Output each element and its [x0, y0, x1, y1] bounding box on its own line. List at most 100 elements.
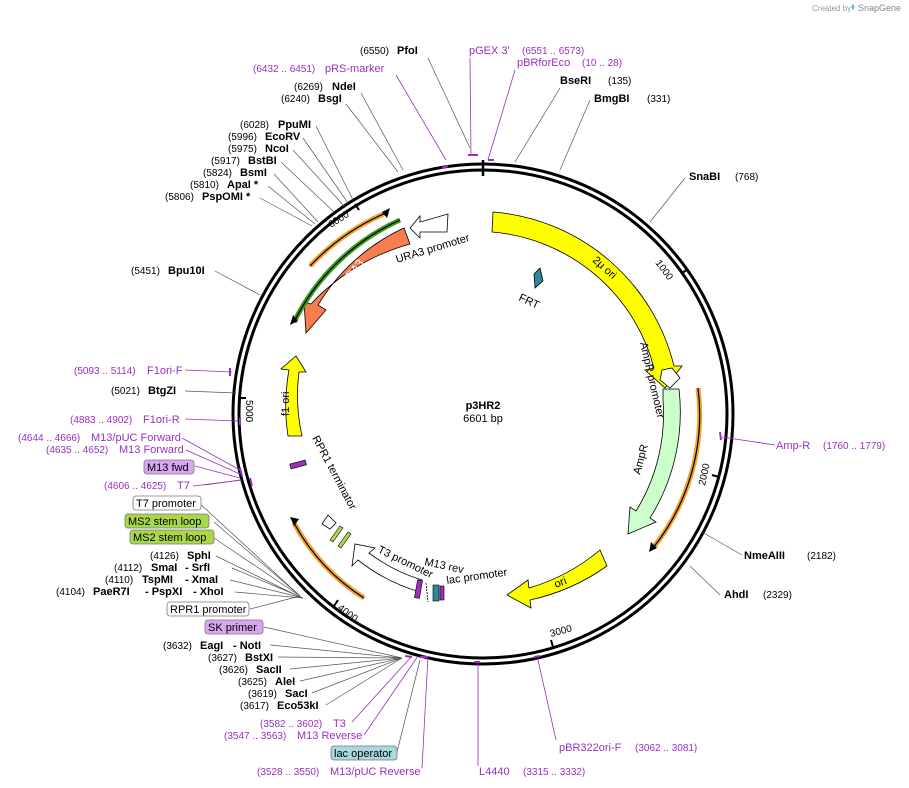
enzyme-nmeaiii[interactable]: NmeAIII	[744, 550, 785, 562]
frt-label: FRT	[517, 292, 542, 312]
primer-prs-marker[interactable]: pRS-marker	[325, 63, 385, 75]
primer-pos-pgex3: (6551 .. 6573)	[522, 46, 584, 57]
primer-pbr322ori-f[interactable]: pBR322ori-F	[559, 742, 622, 754]
enzyme-pspomi[interactable]: PspOMI *	[202, 191, 251, 203]
t3-primer-site[interactable]	[414, 579, 423, 599]
enzyme-pos-apai: (5810)	[190, 180, 219, 191]
orf-lower-arrowhead	[290, 517, 299, 526]
ms2-stem-loop-box-a[interactable]	[124, 513, 210, 529]
enzyme-tspmi[interactable]: TspMI	[142, 574, 173, 586]
enzyme-pos-paer7i: (4104)	[56, 587, 85, 598]
enzyme-pos-pfoi: (6550)	[360, 46, 389, 57]
enzyme-pfoi[interactable]: PfoI	[397, 45, 418, 57]
enzyme-pos-ahdi: (2329)	[763, 590, 792, 601]
enzyme-pos-ndei: (6269)	[294, 82, 323, 93]
enzyme-pos-eagi: (3632)	[163, 641, 192, 652]
primer-pbrforeco[interactable]: pBRforEco	[517, 57, 570, 69]
enzyme-apai[interactable]: ApaI *	[227, 179, 259, 191]
enzyme-ncoi[interactable]: NcoI	[265, 143, 289, 155]
enzyme-sacii[interactable]: SacII	[256, 664, 282, 676]
primer-f1ori-r[interactable]: F1ori-R	[143, 414, 180, 426]
primer-pos-pbrforeco: (10 .. 28)	[582, 58, 622, 69]
enzyme-bsgi[interactable]: BsgI	[318, 93, 342, 105]
primer-t7[interactable]: T7	[177, 480, 190, 492]
primer-l4440[interactable]: L4440	[479, 766, 510, 778]
m13-fwd-site[interactable]	[289, 459, 307, 470]
enzyme-paer7i[interactable]: PaeR7I	[93, 586, 130, 598]
ms2-stem-loop-box-b[interactable]	[129, 529, 215, 545]
primer-t3[interactable]: T3	[333, 718, 346, 730]
f1-ori-arrow[interactable]	[280, 355, 307, 437]
enzyme-alei[interactable]: AleI	[275, 676, 295, 688]
ms2-stem-loop-b[interactable]	[337, 531, 352, 549]
enzyme-bstxi[interactable]: BstXI	[245, 652, 273, 664]
orf-lower-line	[293, 522, 365, 599]
enzyme-pos-ecorv: (5996)	[228, 132, 257, 143]
primer-pos-m13puc-fwd: (4644 .. 4666)	[18, 433, 80, 444]
lac-operator-site[interactable]	[432, 584, 440, 602]
rpr1-promoter-box[interactable]	[166, 601, 250, 617]
primer-pos-f1ori-f: (5093 .. 5114)	[74, 366, 136, 377]
enzyme-bseri[interactable]: BseRI	[560, 75, 591, 87]
enzyme-leader-lines	[184, 57, 743, 753]
enzyme-ndei[interactable]: NdeI	[332, 81, 356, 93]
enzyme-bstbi[interactable]: BstBI	[248, 155, 277, 167]
enzyme-eco53ki[interactable]: Eco53kI	[277, 700, 319, 712]
enzyme-bpu10i[interactable]: Bpu10I	[168, 265, 205, 277]
enzyme-ppumi[interactable]: PpuMI	[278, 119, 311, 131]
t3-promoter-arrow[interactable]	[351, 543, 423, 593]
t7-promoter-box[interactable]	[132, 495, 202, 511]
enzyme-bmgbi[interactable]: BmgBI	[594, 93, 629, 105]
sk-primer-box[interactable]	[204, 619, 264, 635]
primer-m13puc-rev[interactable]: M13/pUC Reverse	[330, 766, 420, 778]
enzyme-saci[interactable]: SacI	[285, 688, 308, 700]
primer-amp-r[interactable]: Amp-R	[776, 440, 810, 452]
enzyme-pos-bpu10i: (5451)	[131, 266, 160, 277]
mcs-marker	[425, 582, 429, 603]
primer-m13-reverse[interactable]: M13 Reverse	[297, 730, 362, 742]
ori-arrow[interactable]	[506, 549, 608, 609]
enzyme-btgzi[interactable]: BtgZI	[148, 385, 176, 397]
enzyme-smai[interactable]: SmaI	[151, 562, 177, 574]
m13-fwd-box[interactable]	[143, 459, 195, 475]
primer-pgex3[interactable]: pGEX 3'	[469, 45, 510, 57]
ura3-promoter-arrow[interactable]	[409, 213, 449, 239]
ms2-stem-loop-box-a-label: MS2 stem loop	[128, 516, 201, 528]
enzyme-pos-eco53ki: (3617)	[240, 701, 269, 712]
plasmid-size: 6601 bp	[463, 413, 503, 425]
m13-rev-site[interactable]	[439, 585, 445, 601]
enzyme-ahdi[interactable]: AhdI	[724, 589, 748, 601]
enzyme-noti[interactable]: - NotI	[233, 640, 261, 652]
ampr-promoter-arrow[interactable]	[659, 367, 681, 389]
f1-ori-label: f1 ori	[280, 392, 292, 416]
frt-arrow[interactable]	[533, 267, 544, 289]
enzyme-pos-smai: (4112)	[114, 563, 142, 574]
enzyme-snabi[interactable]: SnaBI	[689, 171, 720, 183]
tick-5000: 5000	[243, 400, 254, 423]
enzyme-pos-snabi: (768)	[735, 172, 758, 183]
enzyme-pspxi[interactable]: - PspXI	[145, 586, 182, 598]
primer-pos-pbr322ori-f: (3062 .. 3081)	[635, 743, 697, 754]
enzyme-pos-ppumi: (6028)	[240, 120, 269, 131]
primer-pos-t7: (4606 .. 4625)	[104, 481, 166, 492]
lac-operator-box[interactable]	[330, 745, 398, 761]
primer-m13puc-fwd[interactable]: M13/pUC Forward	[91, 432, 181, 444]
primer-m13-fwd[interactable]: M13 Forward	[119, 444, 184, 456]
ura3-arrow[interactable]	[303, 227, 411, 334]
enzyme-srfi[interactable]: - SrfI	[185, 562, 210, 574]
enzyme-xhoi[interactable]: - XhoI	[193, 586, 224, 598]
ms2-stem-loop-box-b-label: MS2 stem loop	[133, 532, 206, 544]
enzyme-ecorv[interactable]: EcoRV	[265, 131, 301, 143]
primer-f1ori-f[interactable]: F1ori-F	[147, 365, 183, 377]
enzyme-xmai[interactable]: - XmaI	[185, 574, 218, 586]
enzyme-bsmi[interactable]: BsmI	[240, 167, 267, 179]
ms2-stem-loop-a[interactable]	[329, 525, 344, 543]
enzyme-pos-bstbi: (5917)	[211, 156, 240, 167]
tick-3000: 3000	[549, 623, 574, 639]
ampr-arrow[interactable]	[627, 388, 681, 535]
rpr1-terminator-arrow[interactable]	[321, 514, 337, 530]
credit-label: Created by	[812, 4, 851, 13]
enzyme-pos-btgzi: (5021)	[111, 386, 140, 397]
enzyme-sphi[interactable]: SphI	[187, 550, 211, 562]
enzyme-eagi[interactable]: EagI	[200, 640, 223, 652]
